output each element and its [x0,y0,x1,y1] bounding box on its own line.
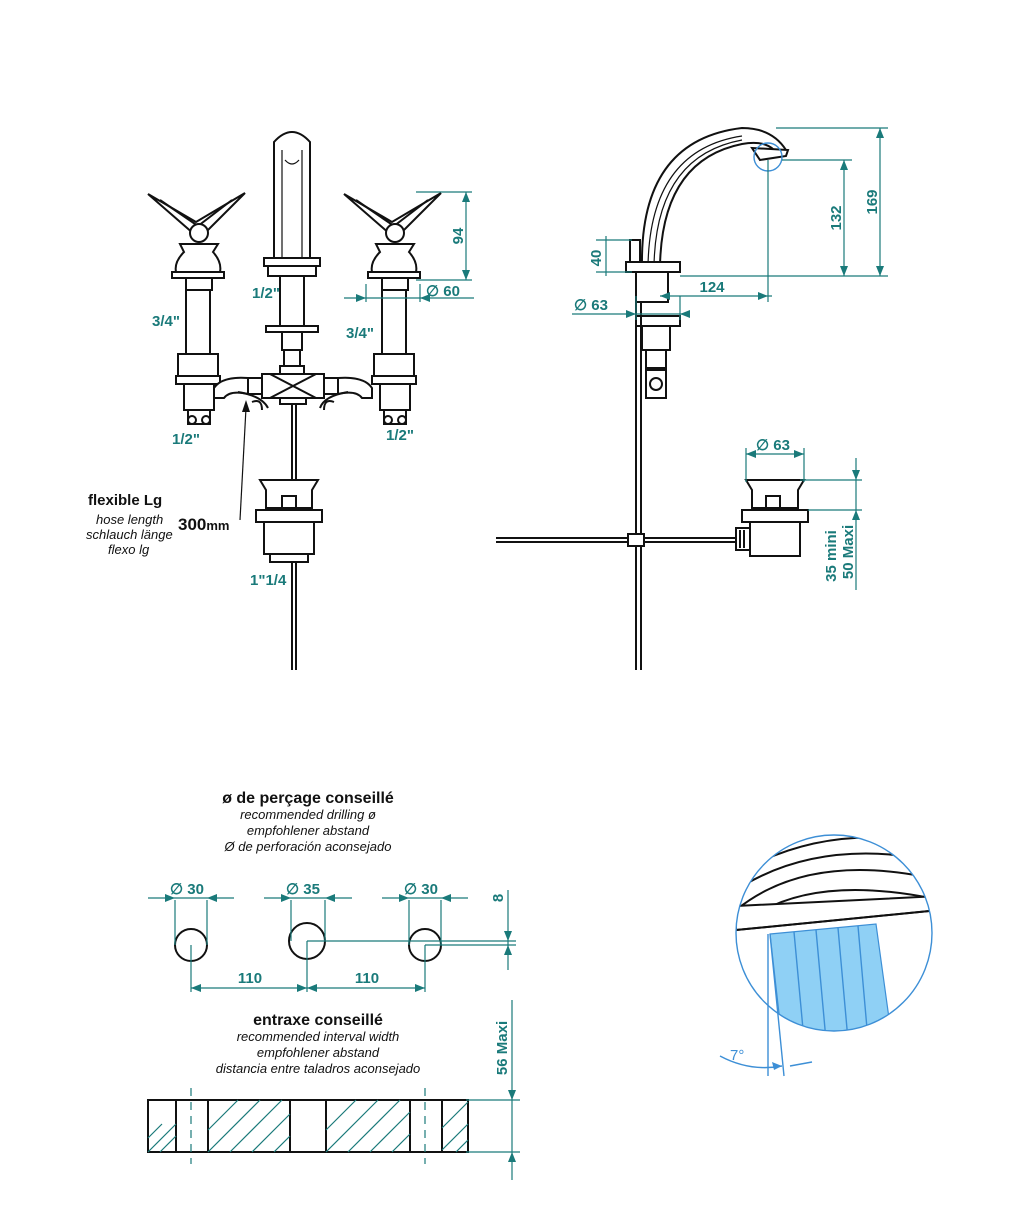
detail-frame [735,834,933,1032]
drilling-section: ø de perçage conseillé recommended drill… [148,790,516,992]
left-inlet-label: 3/4" [152,313,180,330]
interval-title: entraxe conseillé [253,1012,383,1029]
hole-right-diameter: ∅ 30 [404,881,438,898]
left-outlet-label: 1/2" [172,431,200,448]
dimension-50-maxi-label: 50 Maxi [840,525,857,579]
spout-arc [640,126,787,267]
dimension-132: 132 [782,159,852,276]
dimension-60: ∅ 60 [344,283,474,302]
right-outlet-label: 1/2" [386,427,414,444]
dimension-63-waste: ∅ 63 [745,437,805,482]
dimension-60-label: ∅ 60 [426,283,460,300]
hose-de: schlauch länge [86,527,173,542]
center-spout [263,131,321,377]
interval-section: entraxe conseillé recommended interval w… [147,1000,520,1180]
drilling-sub-es: Ø de perforación aconsejado [224,839,392,854]
countertop-section [147,1088,469,1164]
left-valve-body [175,289,221,425]
right-inlet-label: 3/4" [346,325,374,342]
dimension-40: 40 [588,236,632,276]
side-view: 169 132 124 40 ∅ 63 ∅ 63 [496,126,888,670]
dimension-124-label: 124 [699,279,725,296]
drilling-title: ø de perçage conseillé [222,790,394,807]
spacing-right-label: 110 [355,970,379,987]
dimension-169-label: 169 [864,189,881,214]
hole-left-diameter: ∅ 30 [170,881,204,898]
right-valve-body [371,289,417,425]
dimension-94: 94 [416,191,472,281]
detail-view: 7° [719,834,933,1077]
pull-rod [291,404,297,480]
dimension-94-label: 94 [450,227,467,244]
offset-label: 8 [490,894,507,902]
hose-value: 300mm [178,515,230,534]
dimension-35-mini-label: 35 mini [823,530,840,582]
dimension-35-50: 35 mini 50 Maxi [800,458,862,590]
right-cross-handle [343,192,442,291]
mixing-body [213,373,373,411]
drilling-sub-en: recommended drilling ø [240,807,376,822]
dimension-63-waste-label: ∅ 63 [756,437,790,454]
dimension-63-top-label: ∅ 63 [574,297,608,314]
dimension-169: 169 [680,127,888,277]
max-thickness-label: 56 Maxi [494,1021,511,1075]
front-view: 94 ∅ 60 1/2" 3/4" 3/4" 1/2" 1/2" 1"1/4 f… [86,131,474,670]
pop-up-waste [255,479,323,670]
hose-leader [239,407,247,521]
interval-sub-en: recommended interval width [237,1029,400,1044]
dimension-124: 124 [660,160,772,302]
angle-label: 7° [730,1047,744,1064]
spacing-left-label: 110 [238,970,262,987]
left-cross-handle [147,192,246,291]
drilling-sub-de: empfohlener abstand [247,823,370,838]
hose-title: flexible Lg [88,492,162,509]
hole-center-diameter: ∅ 35 [286,881,320,898]
dimension-132-label: 132 [828,205,845,230]
waste-thread-label: 1"1/4 [250,572,287,589]
hose-es: flexo lg [108,542,150,557]
hose-en: hose length [96,512,163,527]
dimension-63-top: ∅ 63 [572,296,690,320]
dimension-40-label: 40 [588,250,605,267]
interval-sub-es: distancia entre taladros aconsejado [216,1061,421,1076]
spout-thread-label: 1/2" [252,285,280,302]
interval-sub-de: empfohlener abstand [257,1045,380,1060]
